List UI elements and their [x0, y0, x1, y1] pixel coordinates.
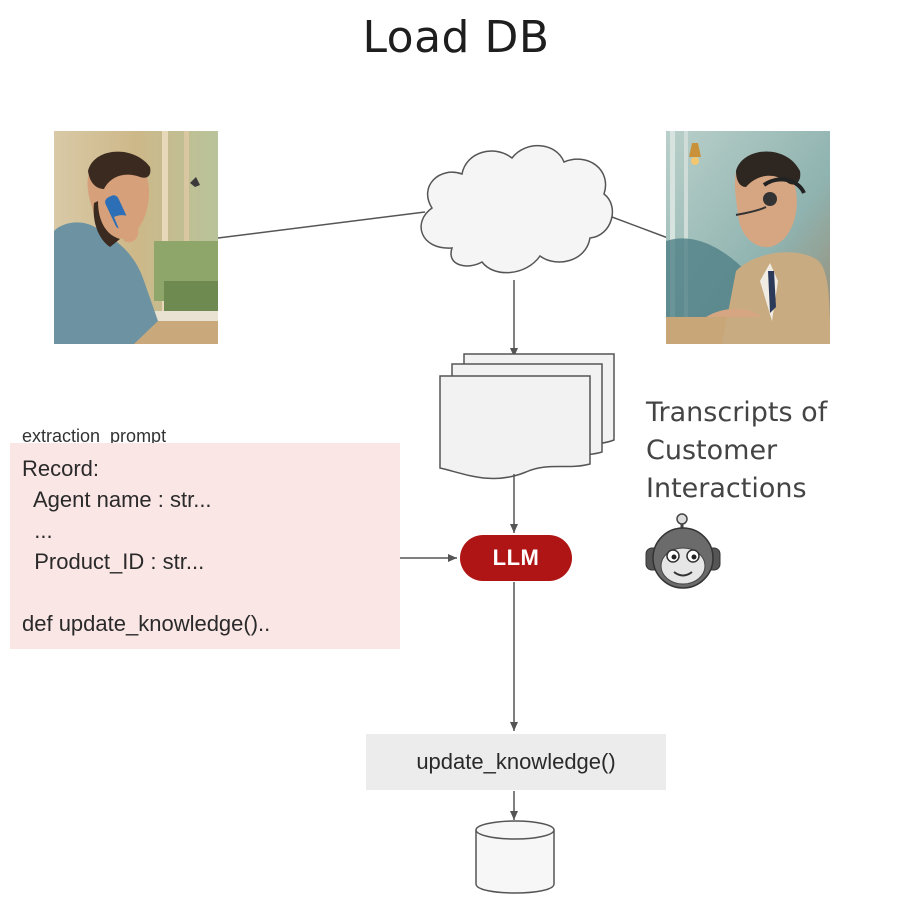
llm-node: LLM — [460, 535, 572, 581]
prompt-line — [22, 577, 400, 608]
robot-icon — [645, 513, 721, 589]
page-title: Load DB — [362, 12, 550, 63]
transcripts-caption: Transcripts of Customer Interactions — [646, 394, 827, 508]
customer-photo — [54, 131, 218, 344]
transcripts-caption-line: Transcripts of — [646, 397, 828, 428]
documents-icon — [439, 353, 615, 480]
cloud-to-agent-line — [603, 213, 669, 239]
prompt-line: ... — [22, 518, 53, 543]
prompt-line: Product_ID : str... — [22, 549, 205, 574]
prompt-line: Record: — [22, 456, 100, 481]
transcripts-caption-line: Interactions — [646, 473, 807, 504]
update-knowledge-box: update_knowledge() — [366, 734, 666, 790]
cloud-icon — [420, 144, 614, 274]
prompt-box: Record: Agent name : str... ... Product_… — [10, 443, 400, 649]
customer-to-cloud-line — [217, 211, 426, 239]
prompt-line: Agent name : str... — [22, 487, 212, 512]
transcripts-caption-line: Customer — [646, 435, 778, 466]
prompt-label: extraction_prompt — [22, 426, 167, 446]
prompt-line: def update_knowledge().. — [22, 611, 271, 636]
agent-photo — [666, 131, 830, 344]
database-icon — [475, 820, 555, 894]
